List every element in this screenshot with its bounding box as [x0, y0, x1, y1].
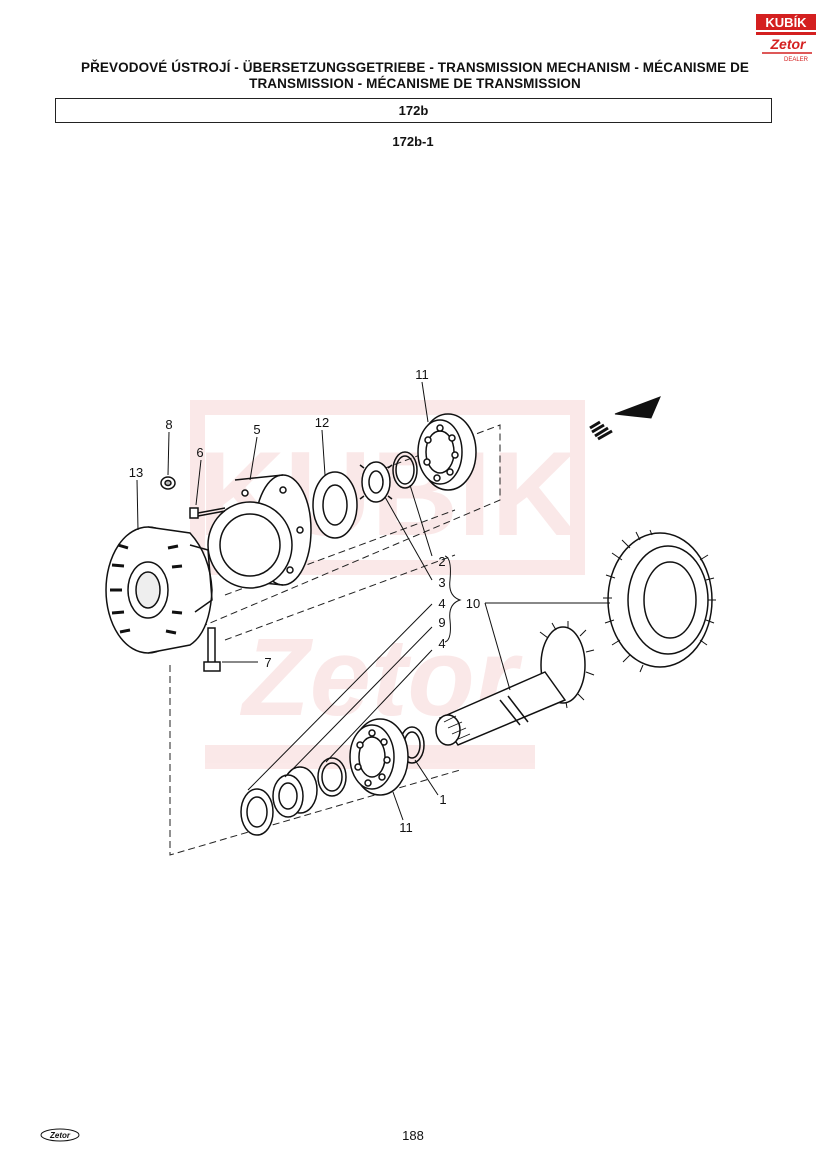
callout-13: 13 — [129, 465, 143, 480]
slotted-nut — [359, 461, 393, 503]
differential-housing — [105, 526, 213, 654]
logo-brand-tag: DEALER — [784, 57, 809, 63]
callout-9: 9 — [438, 615, 445, 630]
crown-wheel-teeth — [603, 529, 716, 673]
small-ring — [317, 757, 347, 797]
callout-1: 1 — [439, 792, 446, 807]
callout-7: 7 — [264, 655, 271, 670]
spacer-sleeve — [272, 766, 318, 818]
shim-washer — [240, 788, 274, 836]
callout-4-lower: 4 — [438, 636, 445, 651]
callout-3: 3 — [438, 575, 445, 590]
page-title-line1: PŘEVODOVÉ ÚSTROJÍ - ÜBERSETZUNGSGETRIEBE… — [80, 60, 750, 75]
upper-roller-bearing — [417, 413, 477, 491]
callout-leaders — [136, 381, 610, 821]
callout-11-upper: 11 — [415, 367, 429, 382]
section-code-box: 172b — [55, 98, 772, 123]
callout-6: 6 — [196, 445, 203, 460]
page-title: PŘEVODOVÉ ÚSTROJÍ - ÜBERSETZUNGSGETRIEBE… — [60, 60, 770, 92]
pinion-splines — [443, 715, 471, 741]
callout-5: 5 — [253, 422, 260, 437]
figure-code: 172b-1 — [392, 134, 434, 149]
lower-roller-bearing — [349, 718, 409, 796]
flange-housing — [207, 474, 312, 589]
footer-logo-text: Zetor — [49, 1131, 71, 1140]
callout-12: 12 — [315, 415, 329, 430]
callout-11-lower: 11 — [399, 820, 413, 835]
direction-arrow-icon — [589, 396, 661, 441]
lock-washer — [392, 451, 418, 489]
callout-10: 10 — [466, 596, 480, 611]
short-bolt — [189, 507, 226, 519]
callout-2: 2 — [438, 554, 445, 569]
logo-brand-top: KUBÍK — [765, 15, 807, 30]
differential-housing-teeth — [110, 543, 183, 635]
page-title-line2: TRANSMISSION - MÉCANISME DE TRANSMISSION — [249, 76, 581, 91]
page-number: 188 — [402, 1128, 424, 1143]
spacer-ring — [312, 471, 358, 539]
kubik-zetor-logo: KUBÍK Zetor DEALER — [756, 14, 816, 63]
nut — [160, 476, 176, 490]
long-bolt — [203, 627, 221, 672]
callout-4-upper: 4 — [438, 596, 445, 611]
crown-wheel — [607, 532, 713, 668]
callout-8: 8 — [165, 417, 172, 432]
pinion-teeth — [539, 621, 595, 709]
footer-zetor-logo: Zetor — [40, 1128, 80, 1142]
logo-brand-bottom: Zetor — [770, 36, 808, 52]
pinion-shaft — [435, 626, 586, 746]
